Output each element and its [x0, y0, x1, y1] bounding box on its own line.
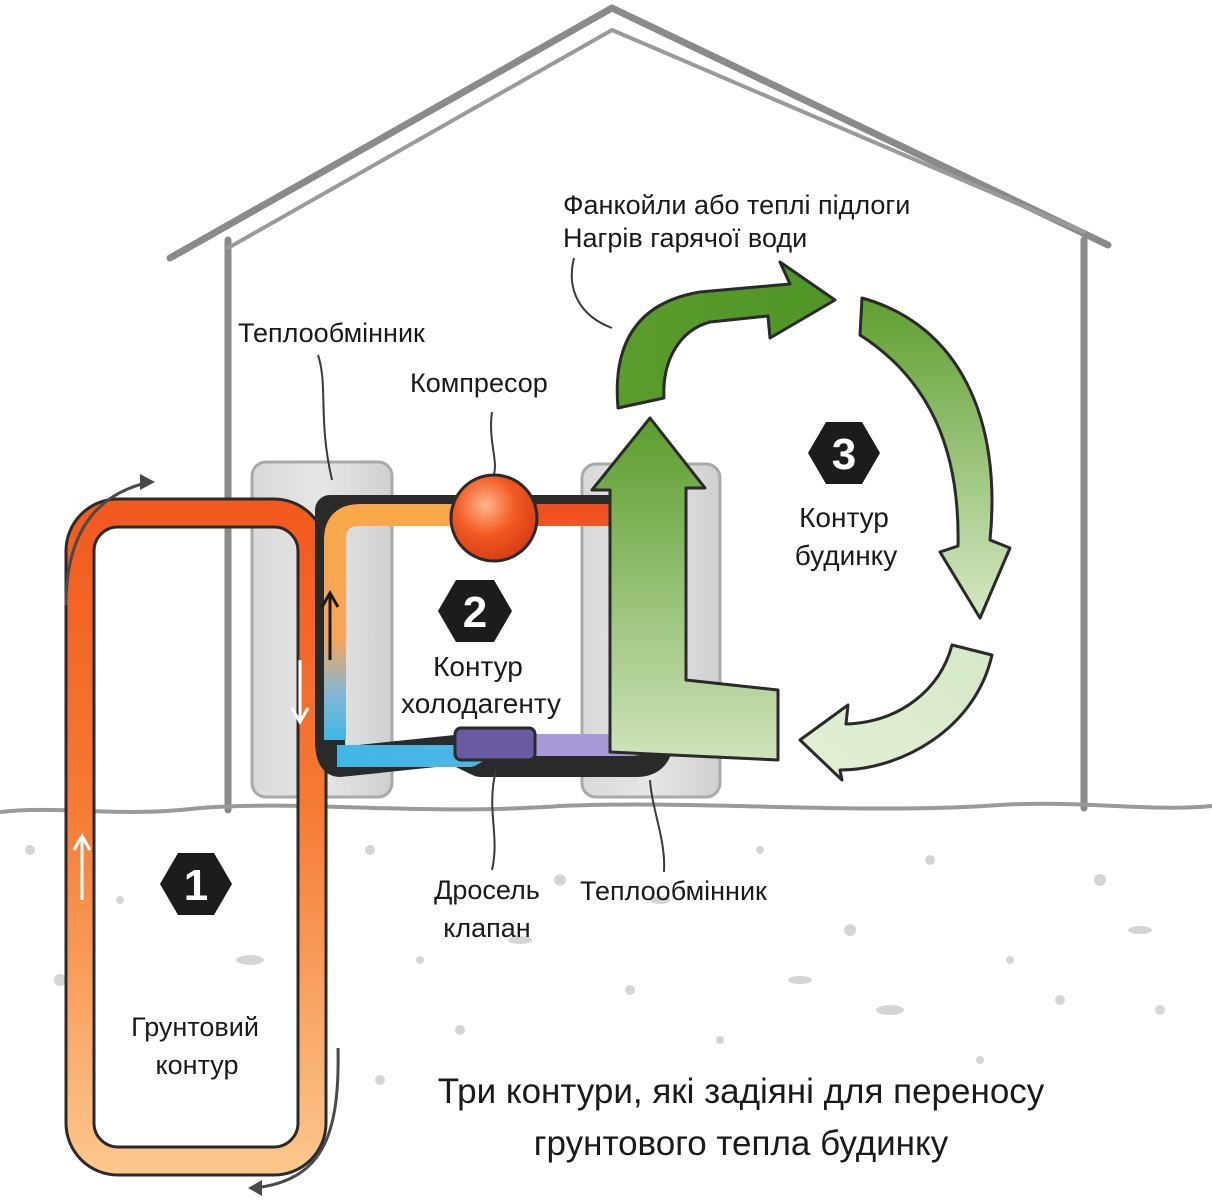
leader-lines [317, 257, 666, 873]
label-house-loop-2: будинку [794, 540, 898, 571]
caption-line-2: грунтового тепла будинку [533, 1124, 949, 1163]
svg-text:2: 2 [463, 588, 487, 637]
label-hot-water: Нагрів гарячої води [563, 223, 808, 253]
label-throttle-2: клапан [443, 913, 531, 943]
label-heat-exchanger-top: Теплообмінник [238, 318, 425, 348]
ground-loop [64, 474, 340, 1196]
ground [0, 801, 1212, 1085]
hex-marker-2: 2 [438, 580, 512, 642]
hex-marker-3: 3 [808, 422, 880, 484]
label-compressor: Компресор [410, 368, 548, 398]
compressor [449, 473, 539, 563]
house-outline [166, 4, 1112, 814]
label-ground-loop-2: контур [155, 1050, 239, 1080]
label-heat-exchanger-bottom: Теплообмінник [580, 876, 767, 906]
caption-line-1: Три контури, які задіяні для переносу [437, 1072, 1045, 1111]
label-refrigerant-2: холодагенту [401, 688, 561, 719]
label-refrigerant-1: Контур [433, 651, 523, 682]
svg-text:3: 3 [832, 430, 856, 479]
label-throttle-1: Дросель [434, 875, 540, 905]
label-fancoils: Фанкойли або теплі підлоги [563, 190, 911, 220]
label-ground-loop-1: Грунтовий [131, 1012, 259, 1042]
svg-text:1: 1 [184, 861, 208, 910]
hex-marker-1: 1 [160, 853, 232, 915]
label-house-loop-1: Контур [799, 502, 889, 533]
house-loop [590, 260, 1012, 782]
